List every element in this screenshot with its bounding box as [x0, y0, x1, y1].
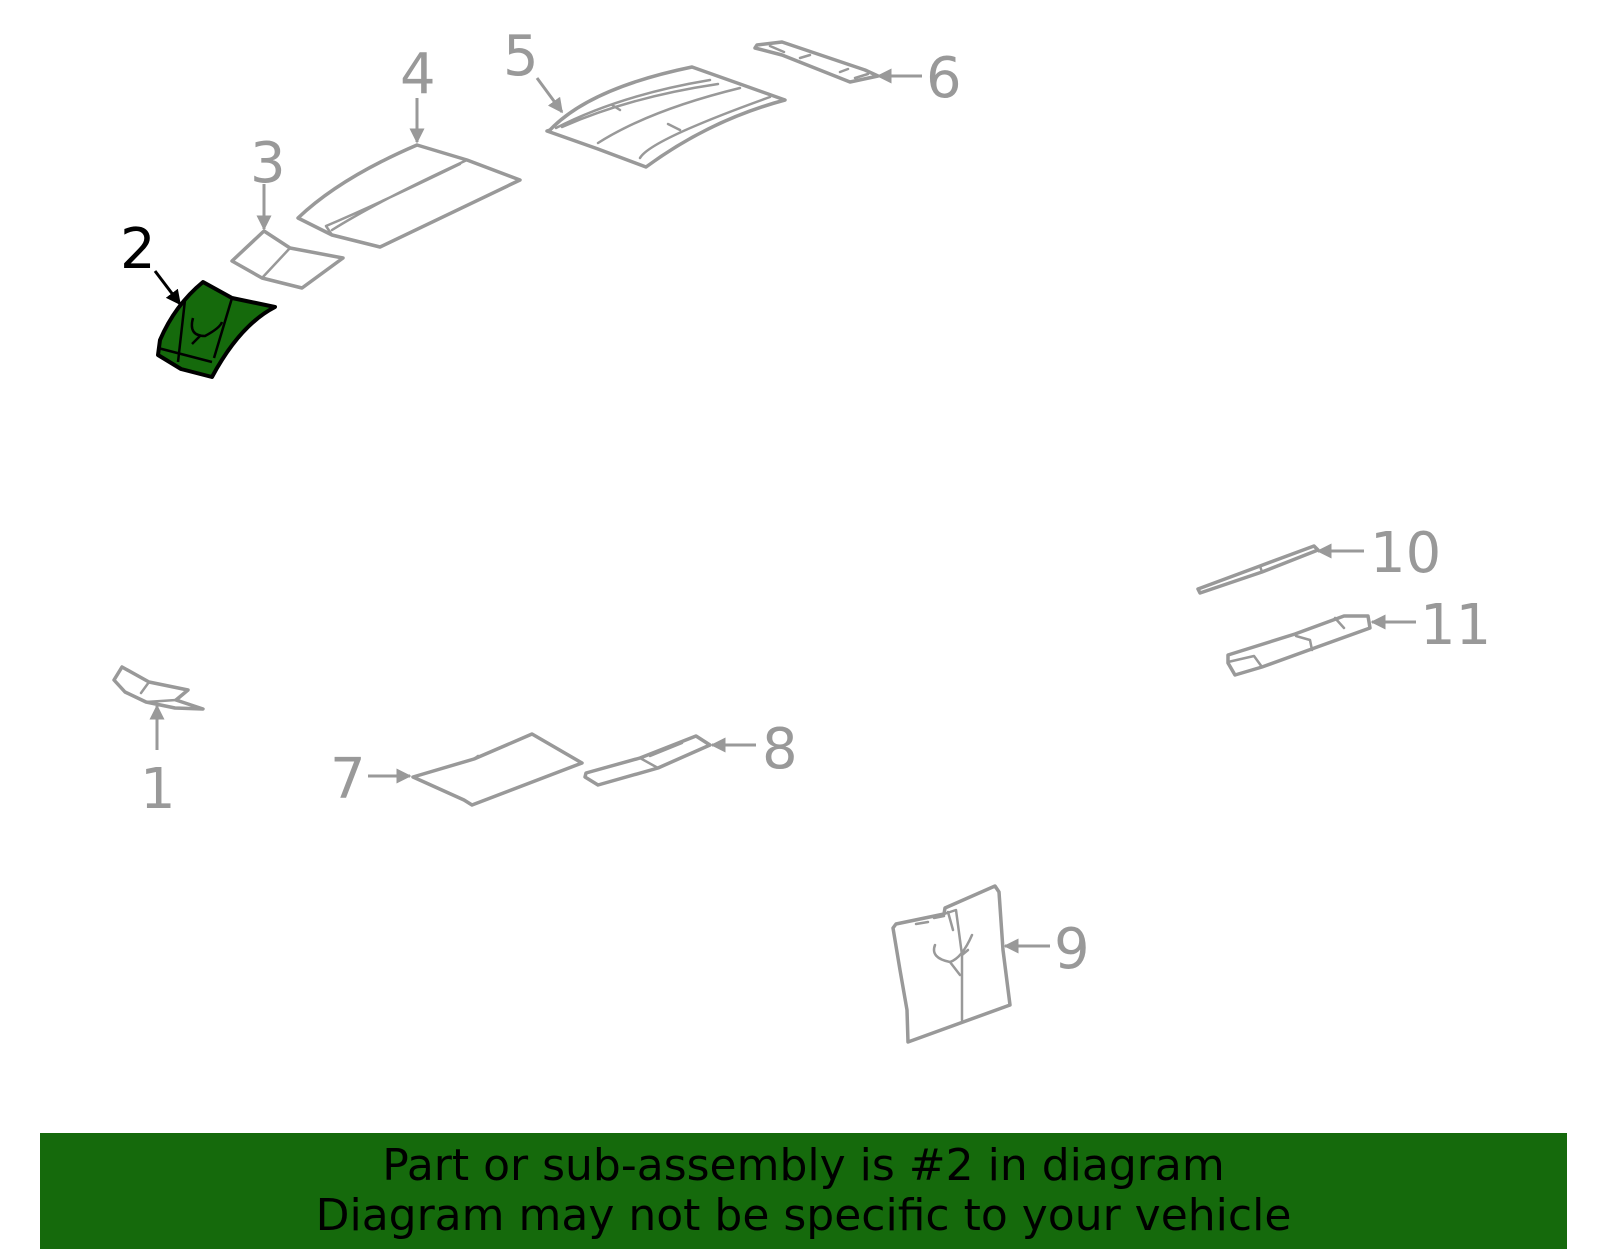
callout-5-label[interactable]: 5	[503, 24, 539, 89]
part-2[interactable]	[156, 280, 277, 379]
callout-5-leader	[535, 77, 564, 114]
info-banner: Part or sub-assembly is #2 in diagram Di…	[40, 1133, 1567, 1249]
banner-line-2: Diagram may not be specific to your vehi…	[315, 1190, 1292, 1241]
callout-9-label[interactable]: 9	[1054, 917, 1090, 982]
callout-8-label[interactable]: 8	[762, 717, 798, 782]
part-7[interactable]	[411, 732, 584, 807]
banner-line-1: Part or sub-assembly is #2 in diagram	[382, 1140, 1225, 1191]
callout-11-label[interactable]: 11	[1420, 593, 1491, 658]
part-5[interactable]	[545, 65, 787, 169]
callout-2-leader	[153, 270, 182, 306]
part-9[interactable]	[891, 884, 1012, 1044]
callout-3-label[interactable]: 3	[250, 131, 286, 196]
callout-2-label[interactable]: 2	[120, 217, 156, 282]
callout-1-label[interactable]: 1	[140, 757, 176, 822]
callout-7-label[interactable]: 7	[330, 747, 366, 812]
part-8[interactable]	[583, 734, 712, 787]
part-1[interactable]	[112, 665, 205, 711]
part-3[interactable]	[230, 229, 345, 290]
part-11[interactable]	[1226, 614, 1372, 677]
parts-diagram: 1 2 3 4 5 6 7 8	[112, 24, 1491, 1044]
callout-6-label[interactable]: 6	[926, 46, 962, 111]
callout-10-label[interactable]: 10	[1370, 521, 1441, 586]
part-10[interactable]	[1196, 544, 1320, 595]
callout-4-label[interactable]: 4	[400, 42, 436, 107]
part-6[interactable]	[753, 40, 880, 84]
part-4[interactable]	[296, 143, 522, 249]
